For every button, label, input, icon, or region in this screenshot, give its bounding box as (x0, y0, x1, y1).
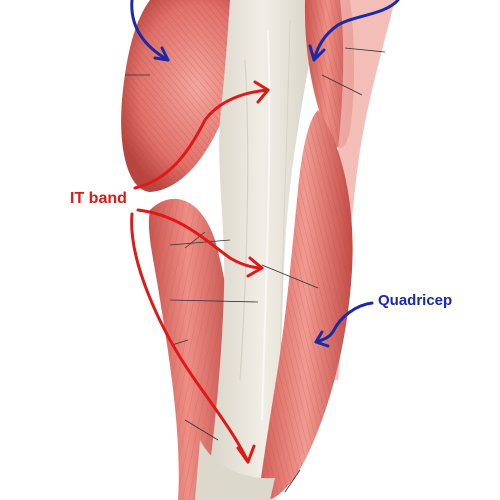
leader-line (184, 231, 206, 249)
quadricep-label: Quadricep (378, 292, 453, 309)
leader-line (171, 339, 189, 346)
leader-lines (125, 47, 386, 493)
leader-line (321, 74, 363, 96)
it-band-arrow-middle-head (246, 256, 264, 278)
it-band-arrowhead-upper (253, 80, 270, 104)
knee-fascia (195, 440, 275, 500)
quadricep-muscle (258, 110, 353, 500)
leader-line (169, 299, 259, 303)
hamstring-muscle (148, 198, 236, 500)
quadricep-arrows (130, 0, 400, 348)
leader-line (344, 47, 386, 53)
it-band-arrows (130, 80, 270, 464)
leader-line (284, 469, 301, 493)
tfl-arrowhead (308, 44, 326, 62)
gluteus-arrowhead (153, 46, 170, 62)
leader-line (184, 419, 219, 441)
quadricep-arrowhead (314, 330, 330, 348)
gluteus-muscle (121, 0, 260, 192)
it-band-arrowhead-lower (236, 444, 256, 464)
it-band-arrow-upper (133, 88, 270, 190)
it-band-arrow-lower (130, 212, 250, 464)
it-band-label: IT band (70, 190, 127, 207)
it-band-fascia (205, 0, 320, 500)
leader-line (169, 239, 231, 246)
gluteus-arrow (130, 0, 170, 62)
it-band-arrow-middle (136, 208, 264, 270)
tfl-arrow (312, 0, 400, 62)
leader-line (261, 264, 319, 289)
quadricep-arrow (314, 301, 374, 344)
